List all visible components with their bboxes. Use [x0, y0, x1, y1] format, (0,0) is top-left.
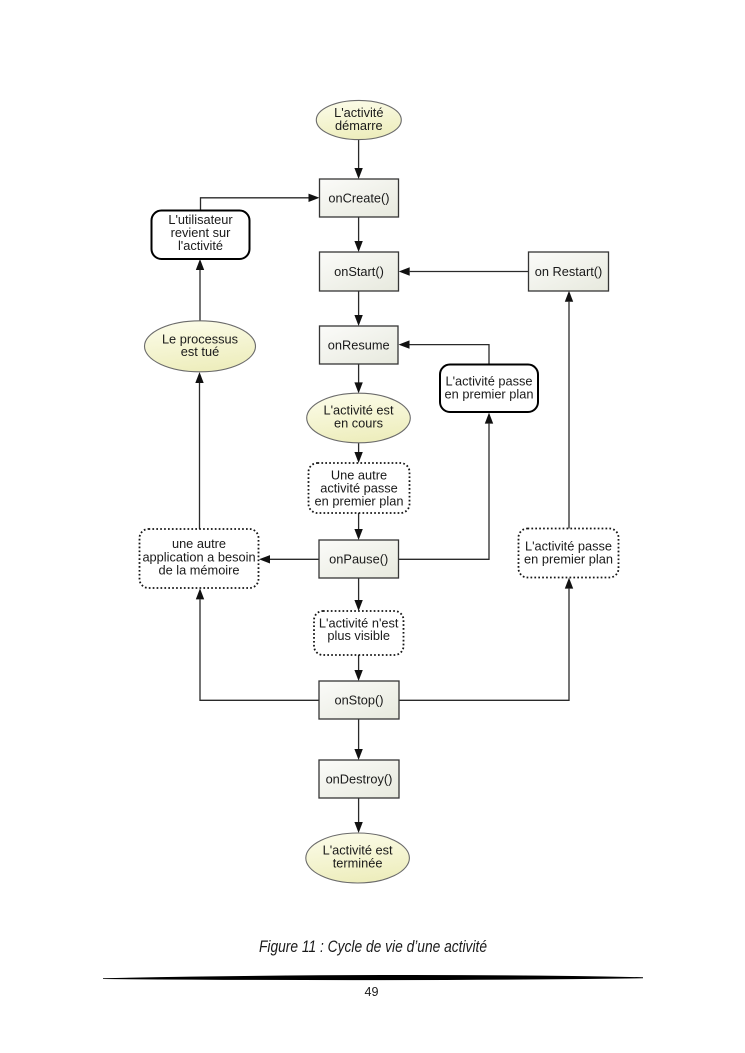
- svg-text:onDestroy(): onDestroy(): [326, 772, 393, 787]
- svg-text:onResume: onResume: [328, 337, 390, 352]
- svg-text:L'utilisateur: L'utilisateur: [168, 212, 233, 227]
- svg-text:onStop(): onStop(): [334, 693, 383, 708]
- svg-text:onStart(): onStart(): [334, 264, 384, 279]
- svg-text:Le processus: Le processus: [162, 331, 238, 346]
- svg-text:onCreate(): onCreate(): [328, 190, 389, 205]
- svg-text:onPause(): onPause(): [329, 552, 388, 567]
- svg-text:plus visible: plus visible: [327, 628, 390, 643]
- svg-text:en premier plan: en premier plan: [445, 387, 534, 402]
- svg-text:on Restart(): on Restart(): [535, 264, 603, 279]
- svg-text:en premier plan: en premier plan: [524, 552, 613, 567]
- svg-text:L'activité est: L'activité est: [323, 403, 393, 418]
- svg-text:démarre: démarre: [335, 118, 383, 133]
- svg-text:de la mémoire: de la mémoire: [158, 563, 239, 578]
- svg-text:en premier plan: en premier plan: [315, 494, 404, 509]
- svg-text:L'activité n'est: L'activité n'est: [319, 616, 399, 631]
- svg-text:L'activité est: L'activité est: [323, 843, 393, 858]
- svg-text:terminée: terminée: [333, 855, 383, 870]
- svg-text:L'activité passe: L'activité passe: [525, 539, 612, 554]
- svg-text:Figure 11 : Cycle de vie d’une: Figure 11 : Cycle de vie d’une activité: [259, 938, 487, 956]
- svg-text:est tué: est tué: [181, 344, 219, 359]
- svg-text:application a besoin: application a besoin: [142, 549, 255, 564]
- svg-text:Une autre: Une autre: [331, 467, 387, 482]
- svg-text:une autre: une autre: [172, 536, 226, 551]
- svg-text:L'activité: L'activité: [334, 105, 383, 120]
- svg-text:L'activité passe: L'activité passe: [445, 374, 532, 389]
- svg-text:revient sur: revient sur: [171, 225, 231, 240]
- svg-text:en cours: en cours: [334, 415, 383, 430]
- svg-text:activité passe: activité passe: [320, 480, 398, 495]
- svg-text:49: 49: [364, 985, 378, 999]
- svg-text:l'activité: l'activité: [178, 238, 223, 253]
